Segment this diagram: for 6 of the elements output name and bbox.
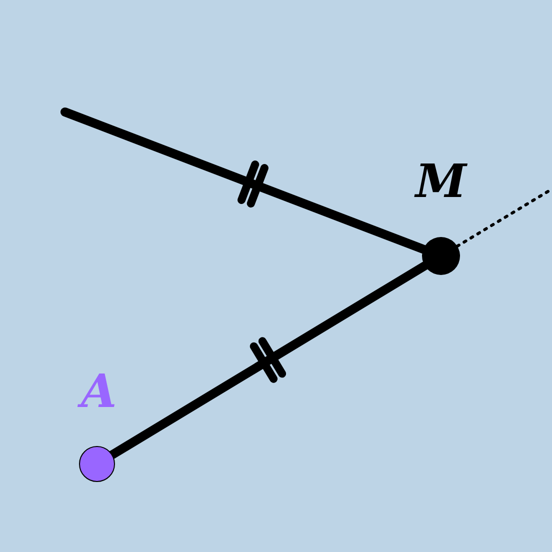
point-label: M <box>416 158 466 204</box>
point <box>79 446 115 482</box>
line-segment <box>108 261 430 460</box>
point <box>422 237 460 275</box>
line-segment <box>60 108 428 254</box>
dotted-line <box>456 188 552 248</box>
